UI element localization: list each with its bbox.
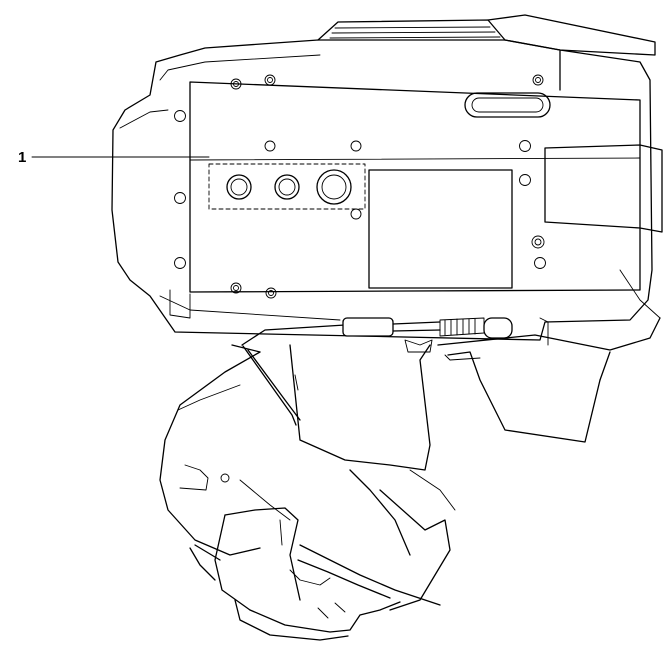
mounting-holes-dashed-box xyxy=(208,163,366,210)
mounting-hole-right xyxy=(316,169,352,205)
mounting-hole-center xyxy=(274,174,300,200)
camera-body xyxy=(111,14,663,346)
mounting-hole-left xyxy=(226,174,252,200)
grip-cable xyxy=(241,317,513,426)
cable-connector xyxy=(483,317,513,339)
hand-grip xyxy=(159,344,456,641)
mounting-holes xyxy=(208,163,366,210)
cable-clamp xyxy=(342,317,394,337)
callout-number-1: 1 xyxy=(18,149,27,166)
screw-holes xyxy=(174,74,546,299)
lower-housing xyxy=(437,317,661,443)
